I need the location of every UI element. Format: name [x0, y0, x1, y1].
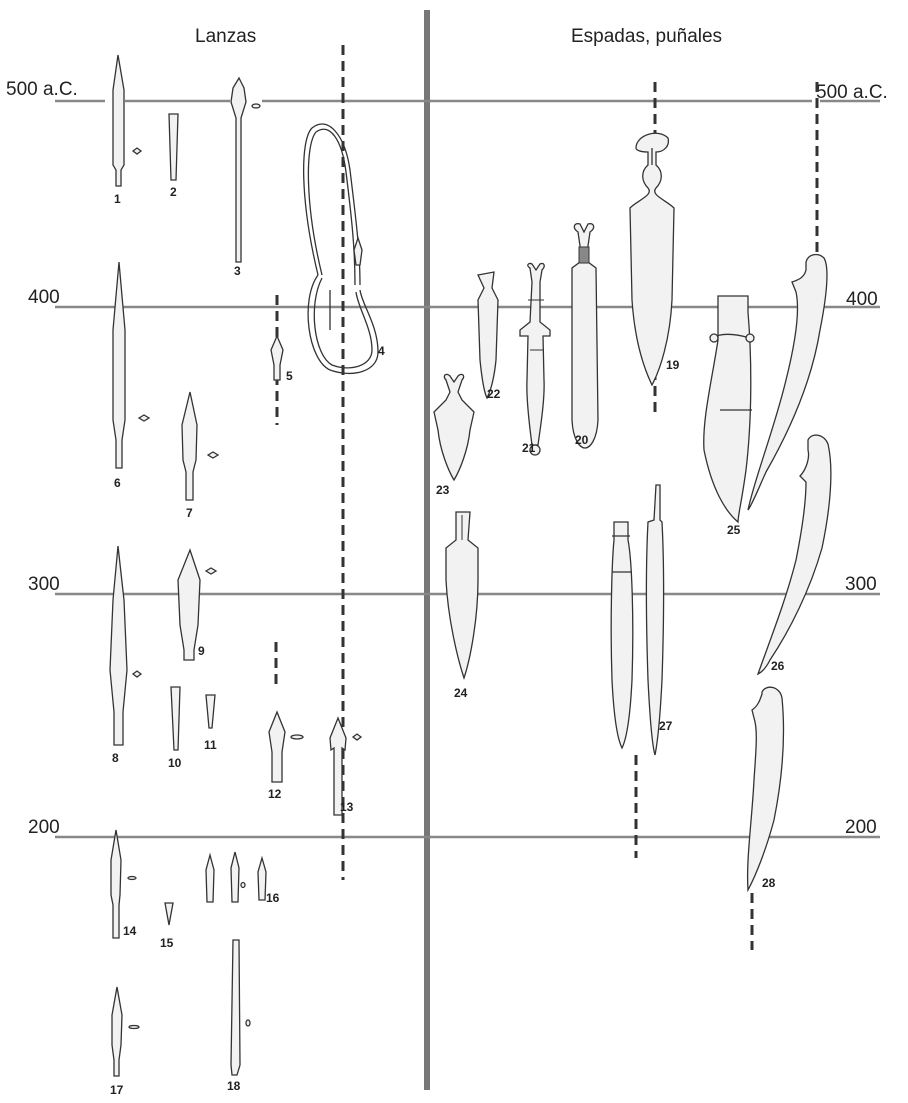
number-24: 24 — [454, 686, 468, 700]
date-label-500-left: 500 a.C. — [6, 79, 78, 100]
central-divider — [424, 10, 430, 1090]
number-19: 19 — [666, 358, 680, 372]
sword-20 — [571, 222, 599, 449]
spearhead-1 — [112, 54, 143, 187]
date-label-200-right: 200 — [845, 817, 877, 838]
number-28: 28 — [762, 876, 776, 890]
number-26: 26 — [771, 659, 785, 673]
catalog-numbers: 1 2 3 4 5 6 7 8 9 10 11 12 13 14 15 16 1… — [110, 185, 785, 1097]
number-17: 17 — [110, 1083, 124, 1097]
number-8: 8 — [112, 751, 119, 765]
number-23: 23 — [436, 483, 450, 497]
spearhead-6 — [112, 261, 151, 469]
spearhead-17 — [111, 986, 140, 1077]
number-22: 22 — [487, 387, 501, 401]
soliferreum-4 — [302, 123, 379, 374]
spearhead-5 — [270, 334, 284, 381]
number-9: 9 — [198, 644, 205, 658]
number-21: 21 — [522, 441, 536, 455]
number-4: 4 — [378, 344, 385, 358]
number-11: 11 — [204, 738, 217, 752]
dagger-21 — [519, 262, 551, 456]
falcata-25 — [747, 253, 828, 511]
spearhead-8 — [109, 545, 143, 746]
sword-27 — [645, 484, 665, 756]
number-13: 13 — [340, 800, 354, 814]
ferrule-11 — [205, 694, 216, 729]
number-5: 5 — [286, 369, 293, 383]
sword-19 — [629, 132, 675, 387]
number-6: 6 — [114, 476, 121, 490]
number-7: 7 — [186, 506, 193, 520]
number-20: 20 — [575, 433, 589, 447]
header-lanzas: Lanzas — [195, 26, 256, 47]
date-label-400-right: 400 — [846, 289, 878, 310]
falcata-28 — [746, 686, 785, 893]
number-18: 18 — [227, 1079, 241, 1093]
number-1: 1 — [114, 192, 121, 206]
dagger-24 — [445, 511, 479, 681]
date-label-300-right: 300 — [845, 574, 877, 595]
spearheads-16 — [205, 851, 267, 903]
number-16: 16 — [266, 891, 280, 905]
header-espadas: Espadas, puñales — [571, 26, 722, 47]
number-15: 15 — [160, 936, 174, 950]
date-label-400-left: 400 — [28, 287, 60, 308]
spearhead-18 — [230, 939, 251, 1076]
number-10: 10 — [168, 756, 182, 770]
spearhead-13 — [329, 716, 363, 816]
number-3: 3 — [234, 264, 241, 278]
dagger-22 — [477, 271, 499, 400]
sword-sheath-27 — [610, 521, 634, 750]
falcata-sheath-25 — [703, 295, 755, 524]
spearhead-14 — [110, 829, 137, 939]
ferrule-2 — [168, 113, 179, 181]
spearhead-3 — [230, 76, 261, 263]
dagger-23 — [433, 373, 475, 482]
spearhead-9 — [177, 548, 218, 661]
number-25: 25 — [727, 523, 741, 537]
spearhead-12 — [268, 710, 304, 783]
falcata-26 — [756, 434, 832, 676]
ferrule-15 — [164, 902, 174, 926]
date-label-200-left: 200 — [28, 817, 60, 838]
number-27: 27 — [659, 719, 673, 733]
number-14: 14 — [123, 924, 137, 938]
number-12: 12 — [268, 787, 282, 801]
date-label-500-right: 500 a.C. — [816, 82, 888, 103]
spearhead-7 — [181, 391, 220, 501]
ferrule-10 — [170, 686, 181, 751]
date-label-300-left: 300 — [28, 574, 60, 595]
number-2: 2 — [170, 185, 177, 199]
